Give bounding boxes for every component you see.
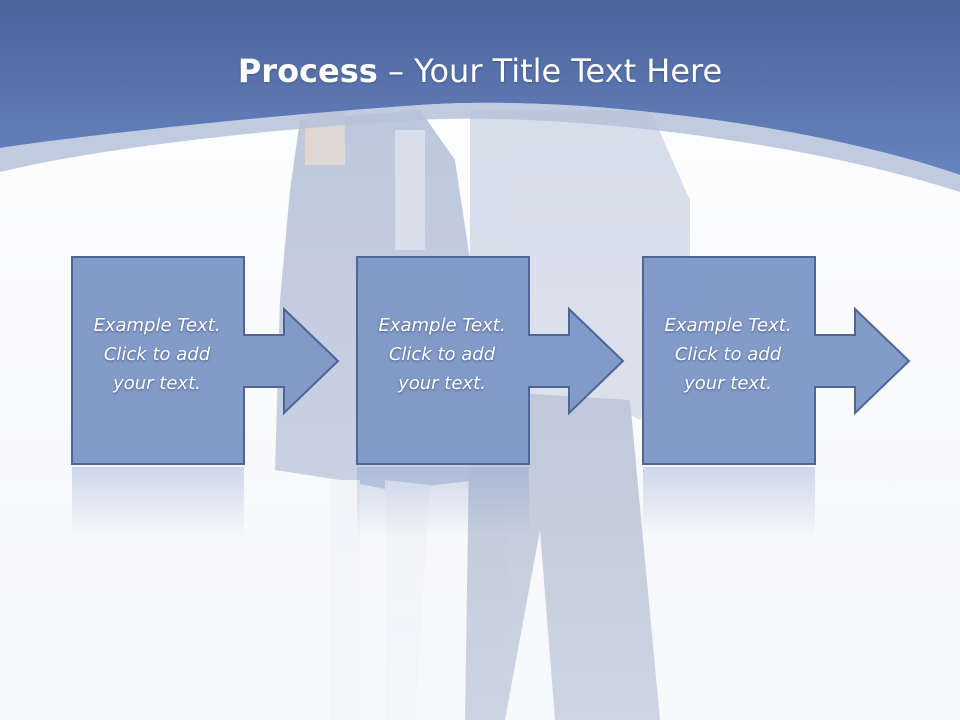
step-text-line: your text. bbox=[684, 373, 772, 394]
process-step-1-arrow-box[interactable] bbox=[71, 256, 340, 465]
step-text-line: Example Text. bbox=[664, 315, 792, 336]
header-band bbox=[0, 0, 960, 175]
step-text-line: your text. bbox=[398, 373, 486, 394]
title-separator: – bbox=[377, 52, 415, 90]
header-swoosh bbox=[0, 102, 960, 192]
process-step-2-text[interactable]: Example Text. Click to add your text. bbox=[357, 311, 527, 398]
process-step-3-text[interactable]: Example Text. Click to add your text. bbox=[643, 311, 813, 398]
step-text-line: your text. bbox=[113, 373, 201, 394]
title-bold: Process bbox=[237, 52, 378, 90]
step-text-line: Click to add bbox=[388, 344, 496, 365]
step-reflection bbox=[643, 467, 815, 539]
step-text-line: Click to add bbox=[674, 344, 782, 365]
process-steps bbox=[71, 256, 911, 539]
process-step-1-text[interactable]: Example Text. Click to add your text. bbox=[72, 311, 242, 398]
page-title: Process – Your Title Text Here bbox=[0, 52, 960, 90]
step-reflection bbox=[357, 467, 529, 539]
step-text-line: Click to add bbox=[103, 344, 211, 365]
step-text-line: Example Text. bbox=[378, 315, 506, 336]
step-text-line: Example Text. bbox=[93, 315, 221, 336]
title-rest: Your Title Text Here bbox=[414, 52, 723, 90]
process-step-3-arrow-box[interactable] bbox=[642, 256, 911, 465]
process-step-2-arrow-box[interactable] bbox=[356, 256, 625, 465]
step-reflection bbox=[72, 467, 244, 539]
